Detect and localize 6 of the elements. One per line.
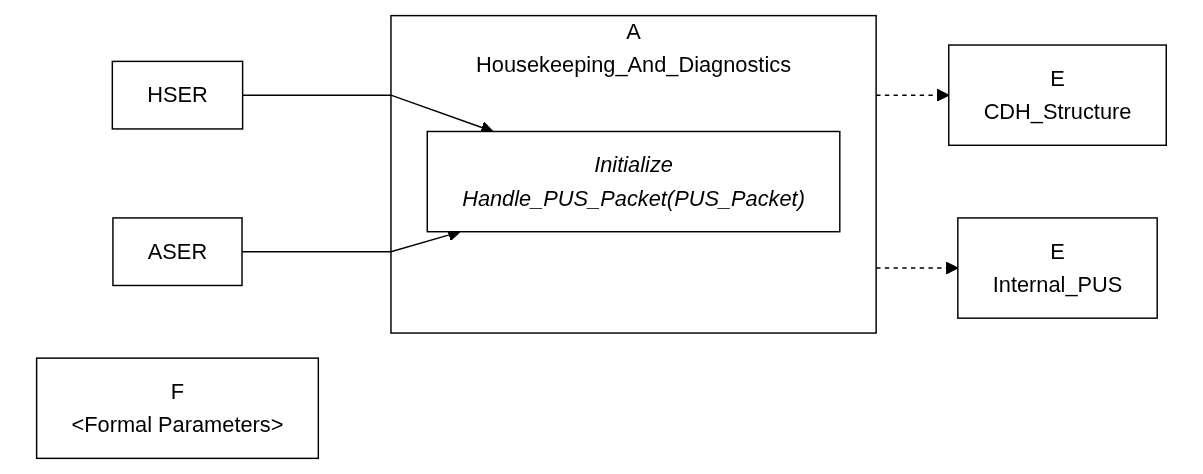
node-box: E CDH_Structure	[948, 44, 1168, 146]
node-box: HSER	[111, 60, 244, 130]
node-box: E Internal_PUS	[957, 217, 1158, 319]
node-box: ASER	[112, 217, 243, 287]
node-box: Initialize Handle_PUS_Packet(PUS_Packet)	[426, 130, 841, 233]
node-box: F <Formal Parameters>	[35, 357, 320, 460]
